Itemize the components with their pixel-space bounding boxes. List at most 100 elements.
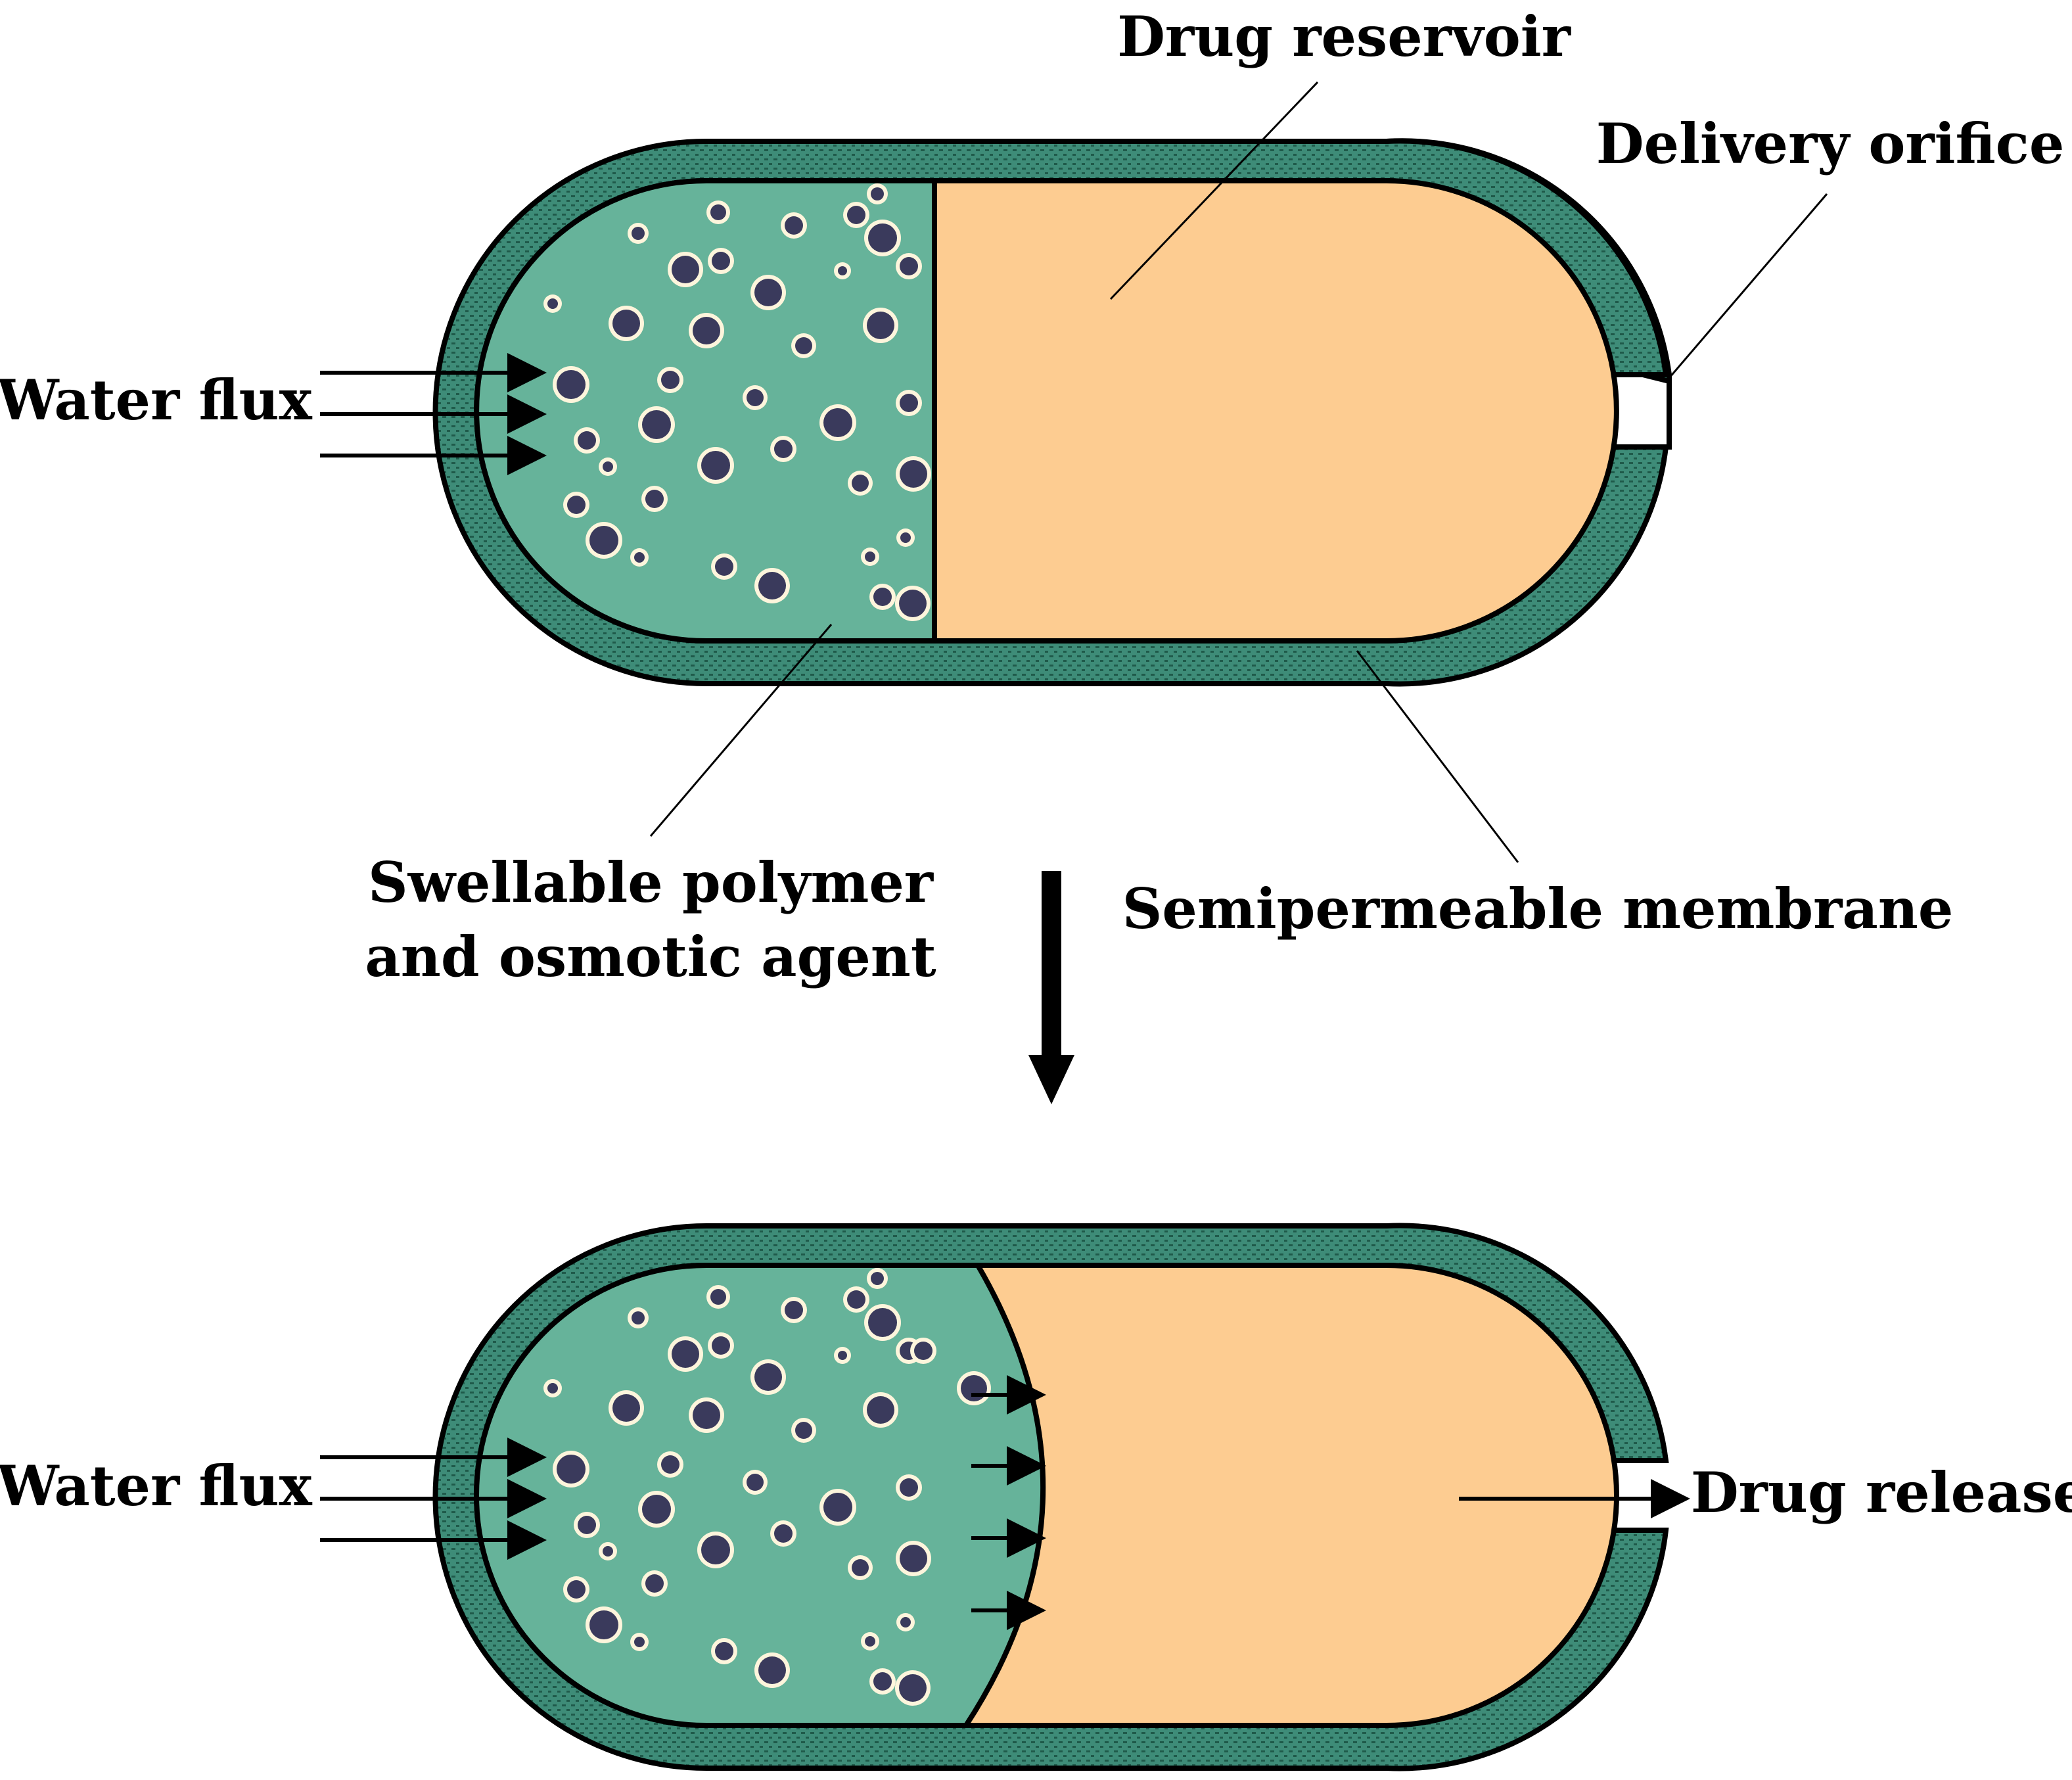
swellable-polymer-top xyxy=(474,178,937,644)
drug-reservoir-bottom xyxy=(963,1263,1619,1728)
osmotic-particle xyxy=(838,1351,847,1360)
osmotic-particle xyxy=(645,1574,664,1593)
transition-arrow xyxy=(1028,871,1074,1104)
water-flux-arrows-bottom xyxy=(320,1438,547,1560)
osmotic-particle xyxy=(754,279,782,306)
expansion-arrows xyxy=(971,1375,1046,1630)
osmotic-particle xyxy=(847,1290,865,1309)
osmotic-particle xyxy=(774,1524,793,1543)
label-semipermeable-membrane: Semipermeable membrane xyxy=(1122,876,1954,941)
osmotic-particle xyxy=(865,1636,875,1647)
osmotic-particle xyxy=(867,1396,894,1424)
osmotic-particle xyxy=(701,1535,730,1564)
osmotic-particle xyxy=(557,1455,586,1484)
osmotic-particle xyxy=(701,451,730,480)
label-swellable-polymer-line1: Swellable polymer xyxy=(368,850,934,915)
osmotic-particle xyxy=(785,216,803,235)
osmotic-particle xyxy=(899,590,927,617)
osmotic-particle xyxy=(900,1617,911,1628)
osmotic-particle xyxy=(900,1545,927,1572)
osmotic-particle xyxy=(634,552,645,563)
osmotic-particle xyxy=(567,1580,586,1599)
osmotic-particle xyxy=(612,310,640,337)
osmotic-particle xyxy=(852,475,869,492)
osmotic-particle xyxy=(758,1656,786,1684)
osmotic-particles-top xyxy=(543,183,931,621)
osmotic-particle xyxy=(899,1674,927,1702)
capsule-swollen xyxy=(432,1223,1669,1771)
drug-reservoir-top xyxy=(932,178,1619,644)
osmotic-particle xyxy=(823,408,852,437)
osmotic-particle xyxy=(795,337,812,354)
osmotic-particle xyxy=(795,1422,812,1439)
osmotic-particle xyxy=(900,460,927,488)
osmotic-particle xyxy=(823,1493,852,1522)
osmotic-particle xyxy=(612,1394,640,1422)
osmotic-particle xyxy=(900,394,918,412)
leader-drug-reservoir xyxy=(1109,81,1319,300)
osmotic-particle xyxy=(632,227,645,240)
osmotic-particle xyxy=(693,1401,720,1429)
label-drug-release: Drug release xyxy=(1691,1460,2072,1525)
water-flux-arrows-top xyxy=(320,353,547,475)
osmotic-particle xyxy=(712,252,730,270)
label-water-flux-top: Water flux xyxy=(0,367,313,433)
osmotic-particle xyxy=(871,187,884,200)
osmotic-particle xyxy=(914,1342,932,1360)
leader-swellable-polymer xyxy=(649,624,833,837)
osmotic-particles-bottom xyxy=(543,1268,991,1706)
osmotic-particle xyxy=(871,1272,884,1285)
osmotic-particle xyxy=(661,371,679,389)
label-drug-reservoir: Drug reservoir xyxy=(1117,4,1572,69)
osmotic-particle xyxy=(785,1301,803,1319)
osmotic-particle xyxy=(672,1340,699,1368)
osmotic-particle xyxy=(715,1642,733,1660)
osmotic-particle xyxy=(715,557,733,576)
leader-lines xyxy=(649,81,1828,863)
osmotic-particle xyxy=(873,1672,892,1691)
osmotic-particle xyxy=(589,526,618,555)
osmotic-particle xyxy=(693,317,720,344)
osmotic-particle xyxy=(634,1637,645,1647)
osmotic-particle xyxy=(747,389,764,406)
osmotic-particle xyxy=(642,410,671,439)
osmotic-particle xyxy=(847,206,865,224)
osmotic-particle xyxy=(838,266,847,275)
label-water-flux-bottom: Water flux xyxy=(0,1453,313,1518)
label-delivery-orifice: Delivery orifice xyxy=(1596,111,2065,176)
osmotic-particle xyxy=(645,490,664,508)
osmotic-particle xyxy=(865,551,875,562)
osmotic-particle xyxy=(758,572,786,599)
osmotic-particle xyxy=(868,223,897,252)
osmotic-particle xyxy=(603,1546,613,1557)
leader-semipermeable-membrane xyxy=(1356,650,1519,863)
osmotic-particle xyxy=(710,1289,726,1305)
osmotic-particle xyxy=(868,1308,897,1337)
osmotic-particle xyxy=(547,1383,558,1394)
osmotic-particle xyxy=(661,1455,679,1474)
osmotic-particle xyxy=(754,1363,782,1391)
osmotic-particle xyxy=(567,496,586,514)
osmotic-particle xyxy=(712,1336,730,1355)
label-swellable-polymer-line2: and osmotic agent xyxy=(365,924,936,989)
osmotic-particle xyxy=(900,257,918,275)
osmotic-particle xyxy=(547,298,558,309)
osmotic-particle xyxy=(873,588,892,606)
leader-delivery-orifice xyxy=(1668,193,1828,379)
osmotic-particle xyxy=(710,204,726,220)
osmotic-particle xyxy=(589,1610,618,1639)
osmotic-particle xyxy=(578,431,596,450)
osmotic-particle xyxy=(774,440,793,458)
osmotic-particle xyxy=(672,256,699,283)
osmotic-particle xyxy=(900,1478,918,1497)
osmotic-particle xyxy=(961,1375,987,1401)
osmotic-particle xyxy=(642,1495,671,1524)
osmotic-particle xyxy=(900,532,911,543)
osmotic-particle xyxy=(852,1559,869,1576)
capsule-initial xyxy=(432,138,1672,687)
osmotic-particle xyxy=(747,1474,764,1491)
osmotic-particle xyxy=(557,370,586,399)
osmotic-particle xyxy=(632,1311,645,1324)
swellable-polymer-bottom xyxy=(474,1263,1046,1728)
